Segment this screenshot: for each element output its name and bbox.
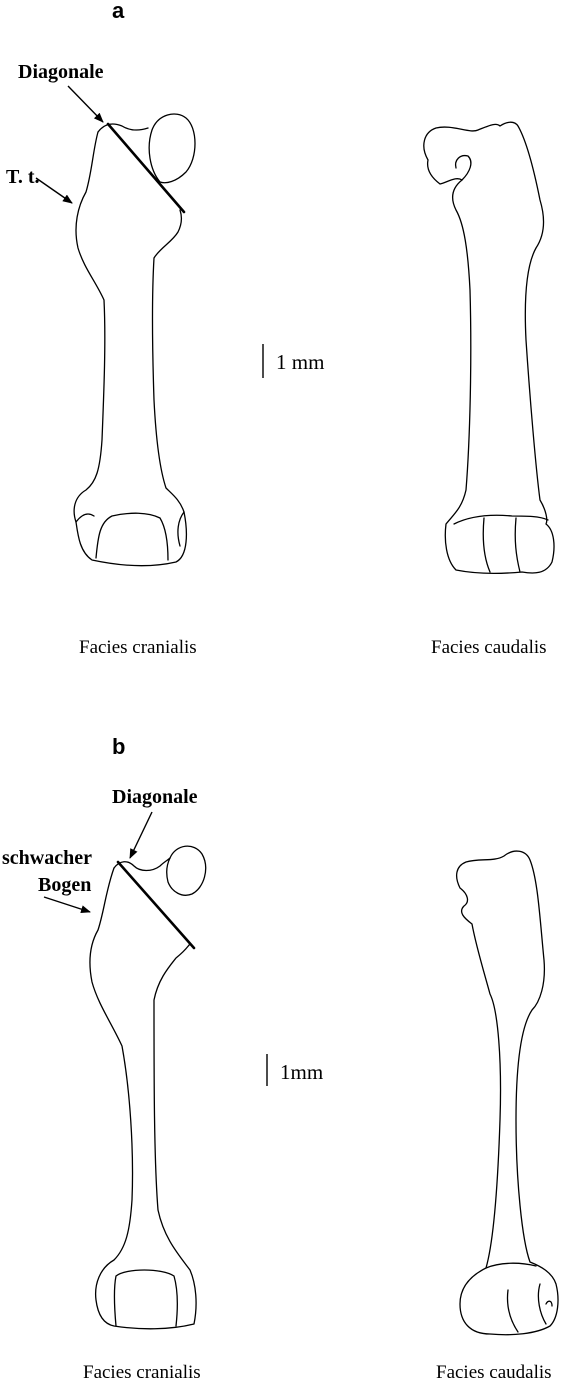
- panel-a-caudal-outline: [424, 122, 554, 573]
- panel-b-diagonale-arrow: [130, 812, 152, 858]
- panel-a-proximal-top: [98, 124, 148, 132]
- panel-a-tt-label: T. t.: [6, 166, 40, 188]
- panel-b-diagonale-label: Diagonale: [112, 786, 198, 808]
- panel-a-diagonale-line: [108, 124, 184, 212]
- panel-a-scale-label: 1 mm: [276, 350, 324, 374]
- panel-a-humerus-cranial: [74, 114, 195, 566]
- panel-b-distal-trochlea: [115, 1270, 178, 1326]
- panel-a-caudal-notch: [456, 156, 471, 180]
- panel-b-caption-left: Facies cranialis: [83, 1362, 201, 1383]
- panel-b-bogen-label-line1: schwacher: [2, 847, 92, 869]
- panel-b-caudal-condyles: [486, 1263, 552, 1332]
- panel-a-letter: a: [112, 0, 125, 23]
- panel-b-scale-label: 1mm: [280, 1060, 323, 1084]
- panel-b-letter: b: [112, 734, 125, 759]
- panel-b-caption-right: Facies caudalis: [436, 1362, 552, 1383]
- panel-a-tt-arrow: [36, 178, 72, 203]
- panel-b-diagonale-line: [118, 862, 194, 948]
- panel-b-caudal-outline: [457, 851, 558, 1335]
- panel-b-humerus-cranial: [90, 846, 206, 1329]
- panel-b-humerus-caudal: [457, 851, 558, 1335]
- panel-b-bogen-arrow: [44, 897, 90, 912]
- panel-b-bogen-label-line2: Bogen: [38, 874, 91, 896]
- panel-a-caption-left: Facies cranialis: [79, 637, 197, 658]
- panel-a-distal-trochlea: [96, 513, 168, 560]
- panel-a-caption-right: Facies caudalis: [431, 637, 547, 658]
- panel-a-diagonale-label: Diagonale: [18, 61, 104, 83]
- panel-b-head: [167, 846, 206, 895]
- panel-b-cranial-outline: [90, 868, 196, 1329]
- panel-a-caudal-condyles: [454, 515, 548, 572]
- panel-a-distal-detail: [76, 512, 184, 546]
- panel-a-head: [149, 114, 195, 183]
- panel-a-humerus-caudal: [424, 122, 554, 573]
- panel-a-diagonale-arrow: [68, 86, 103, 122]
